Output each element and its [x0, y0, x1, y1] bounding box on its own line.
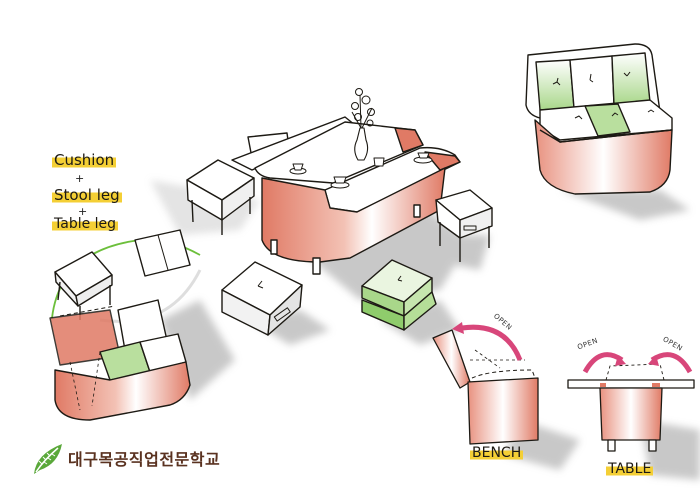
annotation-cushion: Cushion — [52, 151, 117, 169]
bench-top-right — [525, 43, 673, 195]
school-name: 대구목공직업전문학교 — [68, 450, 221, 469]
table-label: TABLE — [606, 461, 654, 477]
central-table — [231, 88, 461, 275]
stool-left — [186, 159, 255, 235]
bench-label: BENCH — [470, 445, 524, 461]
stool-right — [435, 189, 493, 262]
annotation-plus-1: + — [75, 172, 85, 185]
annotation-stool-leg: Stool leg — [52, 186, 122, 204]
cushion-stack-green — [361, 259, 437, 331]
bench-diagram — [432, 322, 539, 445]
leaf-icon — [34, 444, 62, 474]
annotation-table-leg: Table leg — [52, 216, 119, 232]
school-logo: 대구목공직업전문학교 — [30, 440, 220, 476]
table-diagram — [567, 352, 695, 452]
annotation-plus-2: + — [78, 205, 88, 218]
bench-left-transform — [49, 229, 202, 421]
cushion-ottoman-white — [221, 261, 303, 336]
